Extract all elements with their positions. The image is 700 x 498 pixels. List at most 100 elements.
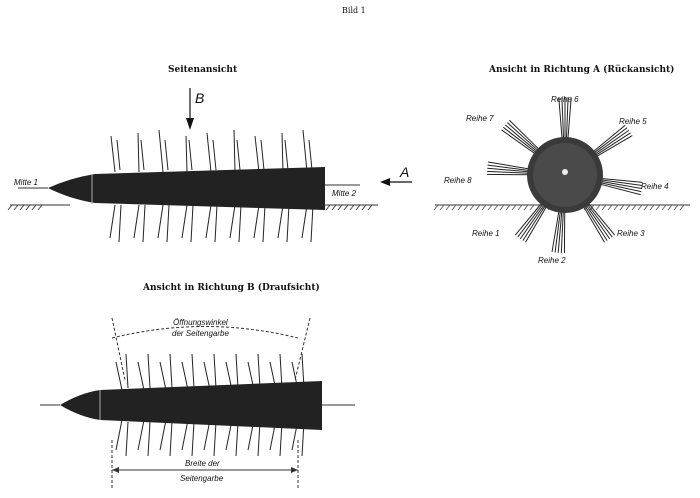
spike — [236, 139, 241, 171]
spike — [190, 204, 194, 243]
spike — [125, 353, 129, 389]
spike — [257, 353, 261, 389]
arrow-a-label: A — [400, 164, 410, 180]
spike — [277, 204, 284, 239]
rear-spike — [488, 161, 536, 171]
row-2-label: Reihe 2 — [538, 256, 566, 265]
spike — [137, 132, 140, 173]
spike — [233, 129, 236, 173]
side-view-drawing — [7, 88, 412, 243]
spike — [235, 421, 239, 457]
row-4-label: Reihe 4 — [641, 182, 669, 191]
spike — [284, 139, 289, 171]
spike — [159, 361, 167, 391]
spike — [115, 419, 123, 451]
spike — [308, 139, 313, 171]
angle-label-line-2: der Seitengarbe — [172, 329, 229, 338]
row-6-label: Reihe 6 — [551, 95, 579, 104]
spike — [169, 421, 173, 457]
spike — [213, 421, 217, 457]
row-5-label: Reihe 5 — [619, 117, 647, 126]
rear-view-drawing — [433, 97, 690, 254]
spike — [253, 204, 260, 239]
spike — [302, 129, 308, 173]
spike — [159, 419, 167, 451]
spike — [147, 353, 151, 389]
spike — [213, 353, 217, 389]
spike — [185, 135, 188, 173]
spike — [125, 421, 129, 457]
spike — [158, 129, 164, 173]
width-label-line-1: Breite der — [185, 459, 220, 468]
rear-spike — [580, 199, 608, 241]
spike — [286, 204, 290, 243]
spike — [142, 204, 146, 243]
spike — [301, 204, 308, 239]
rear-spike — [594, 179, 642, 190]
spike — [115, 361, 123, 391]
rear-spike — [579, 200, 605, 243]
row-8-label: Reihe 8 — [444, 176, 472, 185]
row-3-label: Reihe 3 — [617, 229, 645, 238]
rear-spike — [589, 132, 631, 160]
spike — [181, 361, 189, 391]
spike — [203, 361, 211, 391]
spike — [133, 204, 140, 239]
spike — [191, 421, 195, 457]
rear-view-title: Ansicht in Richtung A (Rückansicht) — [489, 65, 675, 75]
rear-spike — [551, 204, 561, 252]
top-view-drawing — [40, 317, 355, 490]
side-view-spikes — [109, 129, 314, 243]
ground-hatch — [7, 204, 373, 211]
rear-spike — [487, 170, 536, 175]
spike — [281, 132, 284, 173]
rear-spike — [593, 182, 641, 196]
spike — [254, 135, 260, 173]
side-view-body — [48, 167, 325, 210]
spike — [147, 421, 151, 457]
side-view-title: Seitenansicht — [168, 65, 238, 75]
spike — [188, 139, 193, 171]
spike — [116, 139, 121, 171]
spike — [262, 204, 266, 243]
row-7-label: Reihe 7 — [466, 114, 494, 123]
spike — [257, 421, 261, 457]
spike — [109, 204, 116, 239]
rear-spike — [487, 167, 536, 173]
spike — [140, 139, 145, 171]
row-1-label: Reihe 1 — [472, 229, 500, 238]
spike — [235, 353, 239, 389]
spike — [164, 139, 169, 171]
spike — [137, 419, 145, 451]
spike — [279, 353, 283, 389]
spike — [203, 419, 211, 451]
rear-spike — [594, 178, 643, 186]
arrow-b-head — [186, 118, 194, 130]
spike — [169, 353, 173, 389]
spike — [214, 204, 218, 243]
spike — [206, 132, 212, 173]
spike — [137, 361, 145, 391]
rear-spike — [589, 129, 630, 159]
rear-spike — [487, 164, 536, 172]
arrow-a-head — [380, 178, 390, 186]
angle-arc — [111, 326, 299, 339]
spike — [166, 204, 170, 243]
spike — [191, 353, 195, 389]
spike — [181, 419, 189, 451]
spike — [110, 135, 116, 173]
width-label-line-2: Seitengarbe — [180, 474, 224, 483]
spike — [212, 139, 217, 171]
rear-view-spikes — [486, 97, 643, 254]
spike — [310, 204, 314, 243]
spike — [238, 204, 242, 243]
center-rear-label: Mitte 2 — [332, 189, 357, 198]
spike — [118, 204, 122, 243]
top-view-title: Ansicht in Richtung B (Draufsicht) — [143, 283, 320, 293]
spike — [157, 204, 164, 239]
angle-label-line-1: Öffnungswinkel — [173, 318, 228, 327]
rear-spike — [522, 199, 550, 241]
spike — [205, 204, 212, 239]
